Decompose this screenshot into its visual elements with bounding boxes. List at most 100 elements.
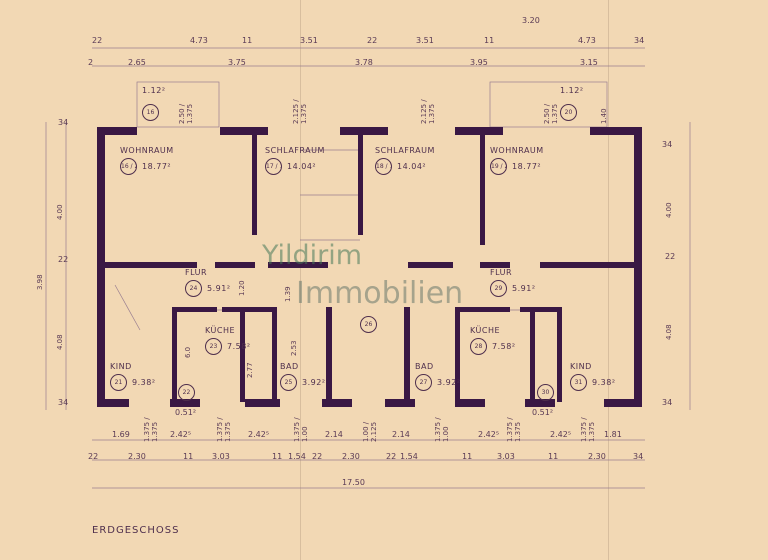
dimension-right: 4.08 (665, 324, 673, 340)
dimension-left: 3.98 (36, 274, 44, 290)
room-number: 18 / 15² (375, 158, 392, 175)
dimension-top-row1: 11 (242, 36, 253, 45)
dimension-left: 34 (58, 118, 69, 127)
dimension-top-row1: 3.51 (300, 36, 318, 45)
dimension-bottom-row2: 22 (88, 452, 99, 461)
dimension-top-row2: 3.95 (470, 58, 488, 67)
dimension-bottom-sill: 0.51² (532, 408, 554, 417)
dimension-bottom-row2: 3.03 (212, 452, 230, 461)
dimension-top-row1: 22 (92, 36, 103, 45)
dimension-top-row1: 11 (484, 36, 495, 45)
dimension-top-row2: 2.65 (128, 58, 146, 67)
room-number: 17 / 15² (265, 158, 282, 175)
dimension-bottom-vertical: 1.375 / 1.375 (143, 417, 159, 442)
room-area: 1.12² (560, 86, 584, 95)
room-number: 23 (205, 338, 222, 355)
dimension-total: 17.50 (342, 478, 365, 487)
dimension-top-row2: 2 (88, 58, 94, 67)
dimension-bottom-row2: 11 (272, 452, 283, 461)
dimension-top-row1: 22 (367, 36, 378, 45)
dimension-top-row2: 3.15 (580, 58, 598, 67)
dimension-bottom-row1: 2.42⁵ (170, 430, 192, 439)
room-name: SCHLAFRAUM (375, 146, 435, 155)
watermark-line2: Immobilien (296, 276, 464, 311)
dimension-top-row2: 3.75 (228, 58, 246, 67)
room-number: 21 (110, 374, 127, 391)
room-name: WOHNRAUM (490, 146, 544, 155)
dimension-inner: 1.20 (238, 280, 246, 296)
dimension-bottom-vertical: 1.375 / 1.375 (216, 417, 232, 442)
room-number: 27 (415, 374, 432, 391)
dimension-left: 4.00 (56, 204, 64, 220)
dimension-bottom-row1: 2.14 (392, 430, 410, 439)
dimension-top-row1: 3.51 (416, 36, 434, 45)
room-area: 9.38² (132, 378, 156, 387)
dimension-left: 4.08 (56, 334, 64, 350)
room-area: 5.91² (207, 284, 231, 293)
room-number: 28 (470, 338, 487, 355)
dimension-bottom-vertical: 1.00 / 2.125 (362, 421, 378, 442)
room-number: 29 (490, 280, 507, 297)
dimension-bottom-row2: 11 (548, 452, 559, 461)
room-area: 7.58² (227, 342, 251, 351)
dimension-bottom-row1: 2.14 (325, 430, 343, 439)
dimension-top-row1: 34 (634, 36, 645, 45)
room-name: SCHLAFRAUM (265, 146, 325, 155)
room-area: 3.92² (302, 378, 326, 387)
dimension-bottom-vertical: 1.375 / 1.375 (506, 417, 522, 442)
dimension-inner: 6.0 (184, 346, 192, 358)
dimension-bottom-row1: 2.42⁵ (550, 430, 572, 439)
room-name: KÜCHE (470, 326, 501, 335)
plan-title: ERDGESCHOSS (92, 525, 180, 536)
dimension-bottom-row2: 3.03 (497, 452, 515, 461)
dimension-top-row1: 4.73 (190, 36, 208, 45)
room-number: 16 / 22² (120, 158, 137, 175)
dimension-bottom-row2: 22 (312, 452, 323, 461)
room-area: 18.77² (142, 162, 172, 171)
dimension-top-vertical: 2.50 / 1.375 (543, 103, 559, 124)
watermark-line1: Yildirim (262, 240, 363, 271)
room-number: 30 (537, 384, 554, 401)
room-name: KIND (570, 362, 592, 371)
dimension-top-vertical: 2.50 / 1.375 (178, 103, 194, 124)
room-number: 31 (570, 374, 587, 391)
room-name: BAD (280, 362, 299, 371)
dimension-bottom-row2: 2.30 (128, 452, 146, 461)
dimension-lines (45, 47, 691, 489)
room-area: 5.91² (512, 284, 536, 293)
dimension-bottom-row2: 2.30 (342, 452, 360, 461)
walls (97, 127, 642, 407)
dimension-left: 34 (58, 398, 69, 407)
room-area: 14.04² (287, 162, 317, 171)
dimension-left: 22 (58, 255, 69, 264)
dimension-top-row2: 3.78 (355, 58, 373, 67)
dimension-top-overall: 3.20 (522, 16, 540, 25)
room-area: 3.92² (437, 378, 461, 387)
dimension-top-vertical: 2.125 / 1.375 (420, 99, 436, 124)
room-name: KIND (110, 362, 132, 371)
paper-fold-line (300, 0, 301, 560)
dimension-bottom-row1: 1.81 (604, 430, 622, 439)
room-number: 25 (280, 374, 297, 391)
room-number: 26 (360, 316, 377, 333)
room-number: 20 (560, 104, 577, 121)
room-number: 22 (178, 384, 195, 401)
paper-fold-line (608, 0, 609, 560)
dimension-top-vertical: 1.40 (600, 108, 608, 124)
room-area: 14.04² (397, 162, 427, 171)
dimension-bottom-row2: 11 (462, 452, 473, 461)
dimension-inner: 2.77 (246, 362, 254, 378)
room-number: 24 (185, 280, 202, 297)
room-name: FLUR (490, 268, 513, 277)
room-area: 9.38² (592, 378, 616, 387)
dimension-inner: 2.53 (290, 340, 298, 356)
dimension-bottom-row2: 1.54 (400, 452, 418, 461)
room-name: FLUR (185, 268, 208, 277)
dimension-bottom-vertical: 1.375 / 1.00 (434, 417, 450, 442)
dimension-bottom-row1: 2.42⁵ (478, 430, 500, 439)
dimension-bottom-vertical: 1.375 / 1.375 (580, 417, 596, 442)
dimension-bottom-row2: 2.30 (588, 452, 606, 461)
dimension-right: 4.00 (665, 202, 673, 218)
room-number: 16 (142, 104, 159, 121)
dimension-bottom-row1: 1.69 (112, 430, 130, 439)
